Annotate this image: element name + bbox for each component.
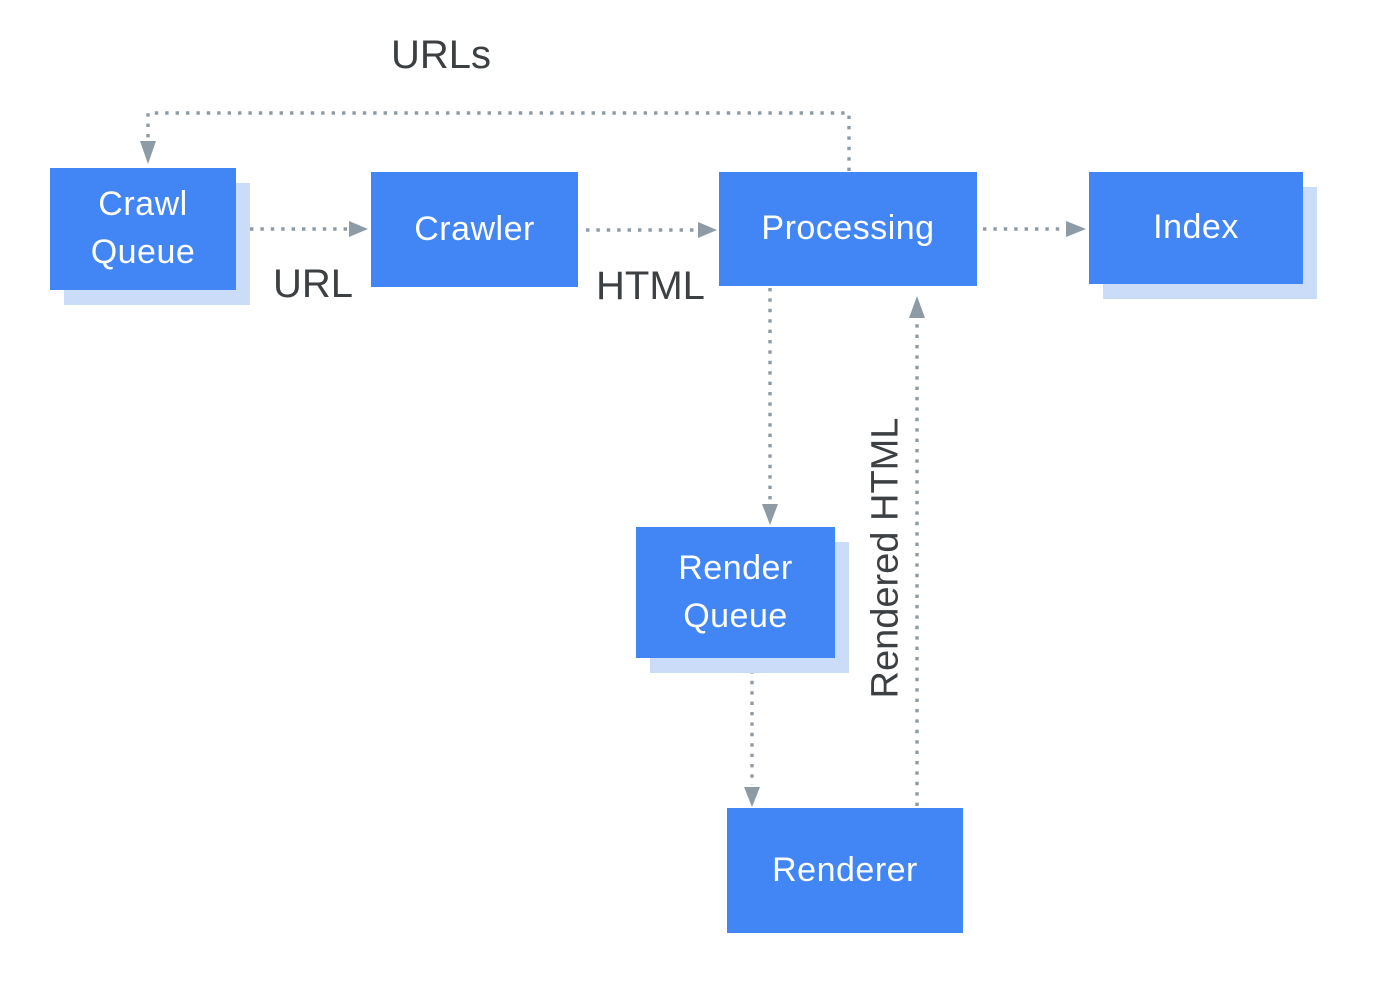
edge-label-html: HTML bbox=[596, 264, 705, 308]
arrowhead-down-icon bbox=[762, 504, 778, 525]
edge-processing-to-index bbox=[983, 221, 1086, 237]
edge-processing-to-crawl-queue bbox=[140, 111, 851, 171]
node-crawler: Crawler bbox=[371, 172, 578, 287]
edge-label-urls: URLs bbox=[391, 33, 492, 77]
node-crawl-queue: Crawl Queue bbox=[50, 168, 236, 290]
node-renderer: Renderer bbox=[727, 808, 963, 933]
arrowhead-down-icon bbox=[140, 141, 156, 164]
arrowhead-right-icon bbox=[698, 222, 717, 238]
arrowhead-up-icon bbox=[909, 296, 925, 318]
node-render-queue: Render Queue bbox=[636, 527, 835, 658]
edge-processing-to-render-queue bbox=[762, 288, 778, 525]
arrowhead-down-icon bbox=[744, 787, 760, 807]
edge-renderer-to-processing bbox=[909, 296, 925, 806]
node-index: Index bbox=[1089, 172, 1303, 284]
edge-render-queue-to-renderer bbox=[744, 660, 760, 807]
node-processing: Processing bbox=[719, 172, 977, 286]
edge-crawler-to-processing bbox=[586, 222, 717, 238]
arrowhead-right-icon bbox=[1066, 221, 1086, 237]
edge-crawl-queue-to-crawler bbox=[250, 221, 368, 237]
edge-label-rendered-html: Rendered HTML bbox=[864, 417, 907, 699]
arrowhead-right-icon bbox=[349, 221, 368, 237]
edge-label-url: URL bbox=[273, 262, 354, 306]
